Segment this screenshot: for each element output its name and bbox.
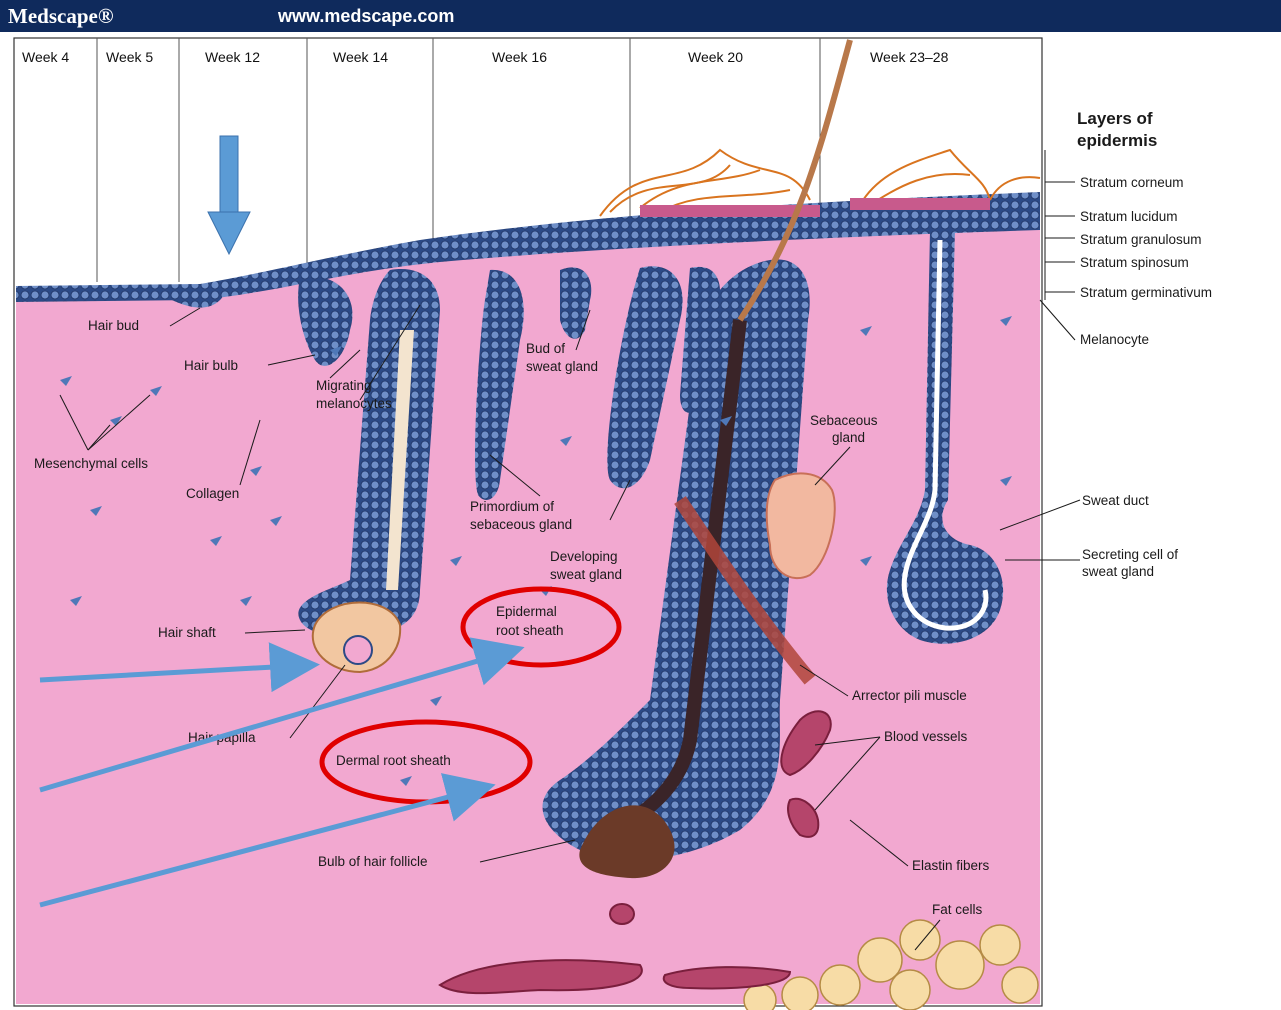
bulb-hair-follicle-label: Bulb of hair follicle (318, 854, 428, 869)
layer-label: Stratum granulosum (1080, 232, 1202, 247)
migrating-melanocytes-label: melanocytes (316, 396, 392, 411)
primordium-label: sebaceous gland (470, 517, 572, 532)
week-label: Week 23–28 (870, 49, 949, 65)
layer-label: Stratum germinativum (1080, 285, 1212, 300)
stratum-lucidum-band (850, 198, 990, 210)
bud-sweat-gland-label: Bud of (526, 341, 565, 356)
arrector-pili-label: Arrector pili muscle (852, 688, 967, 703)
elastin-fibers-label: Elastin fibers (912, 858, 990, 873)
layers-title: epidermis (1077, 131, 1157, 150)
down-arrow-shaft (220, 136, 238, 214)
secreting-cell-label: Secreting cell of (1082, 547, 1178, 562)
developing-sweat-gland-label: sweat gland (550, 567, 622, 582)
week-label: Week 5 (106, 49, 153, 65)
hair-bulb-label: Hair bulb (184, 358, 238, 373)
secreting-cell-label: sweat gland (1082, 564, 1154, 579)
collagen-label: Collagen (186, 486, 239, 501)
sebaceous-gland-label: Sebaceous (810, 413, 878, 428)
week-label: Week 14 (333, 49, 388, 65)
layer-label: Stratum corneum (1080, 175, 1184, 190)
bud-sweat-gland-label: sweat gland (526, 359, 598, 374)
developing-sweat-gland-label: Developing (550, 549, 618, 564)
layer-label: Stratum lucidum (1080, 209, 1178, 224)
melanocyte-label: Melanocyte (1080, 332, 1149, 347)
dermis (16, 200, 1040, 1004)
week-label: Week 20 (688, 49, 743, 65)
migrating-melanocytes-label: Migrating (316, 378, 372, 393)
sebaceous-gland-label: gland (832, 430, 865, 445)
epidermal-root-sheath-label: root sheath (496, 623, 564, 638)
layer-label: Stratum spinosum (1080, 255, 1189, 270)
primordium-label: Primordium of (470, 499, 554, 514)
epidermal-root-sheath-label: Epidermal (496, 604, 557, 619)
hair-papilla-core (344, 636, 372, 664)
layers-title: Layers of (1077, 109, 1153, 128)
fat-cells-label: Fat cells (932, 902, 983, 917)
week-label: Week 4 (22, 49, 69, 65)
sweat-duct-label: Sweat duct (1082, 493, 1149, 508)
blood-vessels-label: Blood vessels (884, 729, 968, 744)
week-label: Week 16 (492, 49, 547, 65)
dermal-root-sheath-label: Dermal root sheath (336, 753, 451, 768)
hair-bud-label: Hair bud (88, 318, 139, 333)
hair-shaft-label: Hair shaft (158, 625, 216, 640)
mesenchymal-cells-label: Mesenchymal cells (34, 456, 148, 471)
layer-brackets (1045, 182, 1075, 292)
week-label: Week 12 (205, 49, 260, 65)
